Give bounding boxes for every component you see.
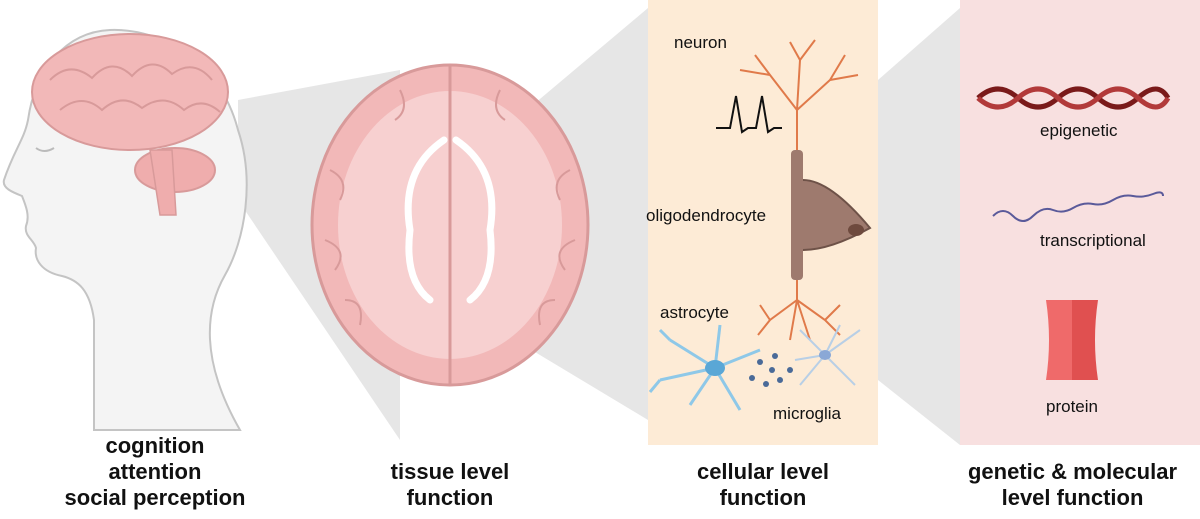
caption-line: function: [406, 485, 494, 510]
head-brain: [31, 33, 229, 151]
caption-line: cognition: [105, 433, 205, 458]
cerebellum: [134, 147, 216, 193]
caption-cellular: cellular level function: [648, 459, 878, 511]
astrocyte-nucleus: [705, 360, 725, 376]
microglia-nucleus: [819, 350, 831, 360]
caption-tissue: tissue level function: [330, 459, 570, 511]
caption-behavior: cognition attention social perception: [40, 433, 270, 511]
head-illustration: [2, 28, 248, 431]
label-epigenetic: epigenetic: [1040, 121, 1118, 140]
closed-eye: [35, 147, 55, 152]
mrna-transcript: [992, 191, 1164, 222]
label-neuron: neuron: [674, 33, 727, 52]
myelinated-axon: [791, 150, 803, 280]
label-oligodendrocyte: oligodendrocyte: [646, 206, 767, 225]
caption-line: function: [719, 485, 807, 510]
cytokine-dots: [749, 353, 793, 387]
caption-line: social perception: [64, 485, 246, 510]
caption-molecular: genetic & molecular level function: [945, 459, 1200, 511]
caption-line: genetic & molecular: [967, 459, 1178, 484]
label-protein: protein: [1046, 397, 1098, 416]
glia-illustration: [648, 324, 861, 411]
neuron-illustration: [716, 39, 872, 341]
axial-brain-section: [310, 63, 590, 387]
caption-line: attention: [108, 459, 202, 484]
zoom-wedge-cellular-to-molecular: [878, 8, 960, 445]
dna-helix-epigenetic: [976, 86, 1171, 110]
caption-line: tissue level: [390, 459, 510, 484]
brainstem: [149, 149, 177, 216]
label-microglia: microglia: [773, 404, 842, 423]
spike-train-icon: [716, 95, 782, 134]
label-astrocyte: astrocyte: [660, 303, 729, 322]
label-transcriptional: transcriptional: [1040, 231, 1146, 250]
caption-line: level function: [1001, 485, 1144, 510]
oligodendrocyte-nucleus: [848, 224, 864, 236]
caption-line: cellular level: [696, 459, 830, 484]
sulci: [324, 89, 576, 326]
protein-channel-icon: [1046, 300, 1098, 380]
microglia: [794, 324, 861, 386]
neuron-dendrites: [739, 39, 859, 150]
left-lateral-ventricle: [404, 136, 448, 304]
axon-terminals: [757, 280, 841, 341]
right-lateral-ventricle: [452, 136, 496, 304]
astrocyte: [648, 324, 761, 411]
head-brain-gyri: [49, 63, 221, 113]
